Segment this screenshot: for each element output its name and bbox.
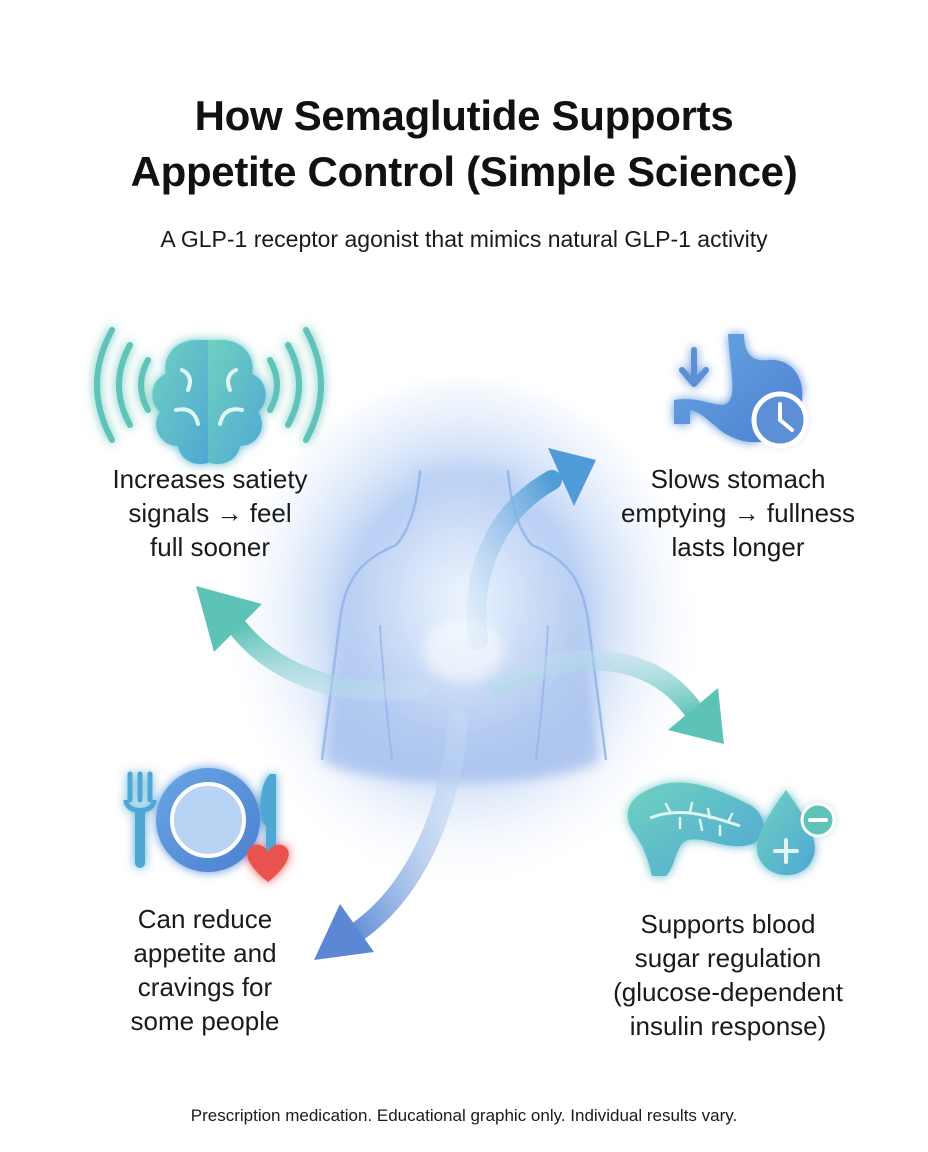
arrow-to-sugar bbox=[486, 650, 724, 744]
label-line: appetite and bbox=[133, 938, 277, 968]
label-line: Slows stomach bbox=[650, 464, 826, 494]
arrow-to-appetite bbox=[314, 710, 468, 960]
label-line: signals → feel bbox=[128, 498, 292, 528]
pancreas-drop-icon bbox=[627, 782, 836, 876]
arrow-to-satiety bbox=[196, 586, 430, 701]
label-line: Can reduce bbox=[137, 904, 273, 934]
label-satiety: Increases satiety signals → feel full so… bbox=[60, 462, 360, 564]
label-line: Increases satiety bbox=[112, 464, 308, 494]
body-silhouette-icon bbox=[234, 380, 694, 900]
label-line: emptying → fullness bbox=[620, 498, 856, 528]
plate-heart-icon bbox=[123, 768, 289, 882]
label-line: insulin response) bbox=[629, 1011, 827, 1041]
subtitle: A GLP-1 receptor agonist that mimics nat… bbox=[160, 226, 768, 252]
disclaimer: Prescription medication. Educational gra… bbox=[190, 1106, 738, 1125]
label-sugar: Supports blood sugar regulation (glucose… bbox=[578, 907, 878, 1043]
stomach-clock-icon bbox=[674, 334, 809, 449]
label-line: lasts longer bbox=[671, 532, 805, 562]
brain-icon bbox=[94, 327, 324, 465]
label-line: sugar regulation bbox=[634, 943, 822, 973]
title-line-1: How Semaglutide Supports bbox=[194, 92, 734, 139]
label-line: full sooner bbox=[150, 532, 270, 562]
label-appetite: Can reduce appetite and cravings for som… bbox=[60, 902, 350, 1038]
arrow-to-stomach bbox=[466, 448, 596, 650]
label-line: cravings for bbox=[137, 972, 273, 1002]
label-line: Supports blood bbox=[640, 909, 816, 939]
title-line-2: Appetite Control (Simple Science) bbox=[130, 148, 798, 195]
label-line: (glucose-dependent bbox=[613, 977, 843, 1007]
label-stomach: Slows stomach emptying → fullness lasts … bbox=[588, 462, 888, 564]
page-title: How Semaglutide Supports Appetite Contro… bbox=[0, 88, 928, 200]
label-line: some people bbox=[130, 1006, 280, 1036]
